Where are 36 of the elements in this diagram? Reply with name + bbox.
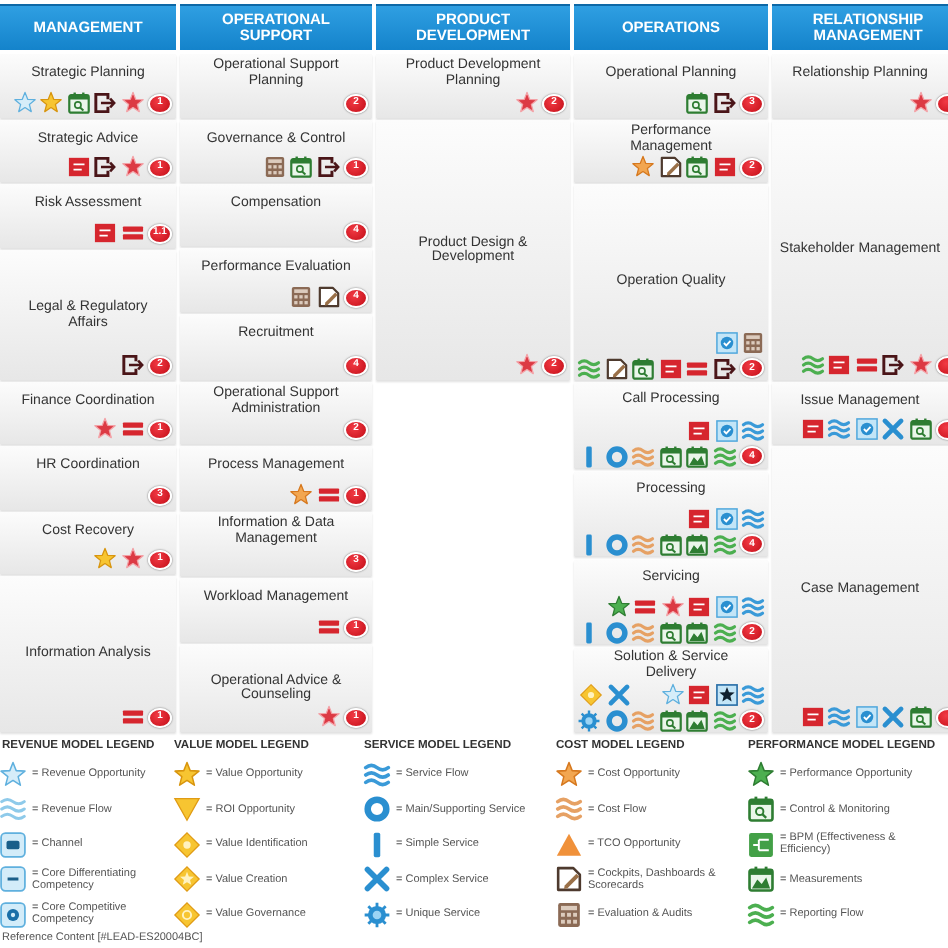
capability-card <box>180 382 372 444</box>
capability-card <box>180 184 372 246</box>
column-header <box>772 4 948 50</box>
capability-card <box>180 120 372 182</box>
capability-card <box>772 54 948 118</box>
capability-card <box>574 648 768 732</box>
capability-card <box>180 446 372 510</box>
capability-card <box>180 578 372 642</box>
capability-card <box>574 120 768 182</box>
capability-card <box>574 184 768 380</box>
capability-card <box>180 54 372 118</box>
capability-card <box>0 184 176 248</box>
capability-card <box>772 446 948 732</box>
column-header <box>574 4 768 50</box>
capability-card <box>180 644 372 732</box>
capability-card <box>180 248 372 312</box>
capability-card <box>180 512 372 576</box>
capability-card <box>0 250 176 380</box>
capability-card <box>574 54 768 118</box>
capability-card <box>0 446 176 510</box>
capability-card <box>772 382 948 444</box>
capability-card <box>0 54 176 118</box>
column-header <box>376 4 570 50</box>
capability-card <box>0 576 176 732</box>
column-header <box>180 4 372 50</box>
capability-card <box>0 512 176 574</box>
capability-card <box>772 120 948 380</box>
capability-card <box>376 54 570 118</box>
column-header <box>0 4 176 50</box>
capability-card <box>574 472 768 556</box>
capability-card <box>574 382 768 468</box>
capability-card <box>574 560 768 644</box>
capability-card <box>180 314 372 380</box>
capability-card <box>0 120 176 182</box>
capability-card <box>376 120 570 380</box>
capability-card <box>0 382 176 444</box>
